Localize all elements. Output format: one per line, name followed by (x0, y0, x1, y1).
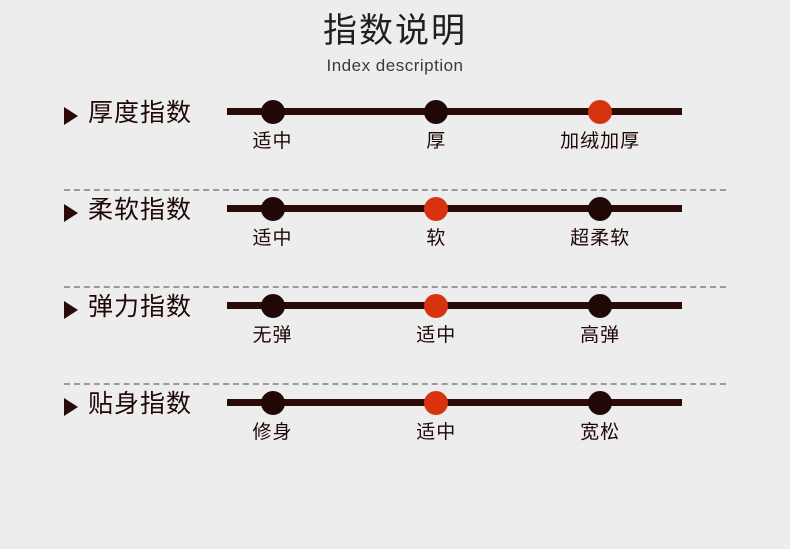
index-row-title: 柔软指数 (88, 195, 193, 224)
slider-dot[interactable] (260, 390, 285, 415)
triangle-right-icon (64, 301, 78, 319)
index-slider[interactable]: 适中 厚 加绒加厚 (227, 94, 682, 154)
index-slider[interactable]: 修身 适中 宽松 (227, 385, 682, 445)
slider-stop-label: 高弹 (580, 324, 621, 346)
triangle-right-icon (64, 398, 78, 416)
slider-dot-active[interactable] (424, 390, 449, 415)
index-slider[interactable]: 无弹 适中 高弹 (227, 288, 682, 348)
slider-stop-label: 超柔软 (570, 227, 631, 249)
triangle-right-icon (64, 107, 78, 125)
slider-stop-label: 适中 (416, 421, 457, 443)
index-row-inner: 弹力指数无弹 适中 高弹 (0, 288, 790, 383)
page-header: 指数说明 Index description (0, 0, 790, 78)
index-slider[interactable]: 适中 软 超柔软 (227, 191, 682, 251)
index-row: 贴身指数修身 适中 宽松 (0, 385, 790, 480)
index-row-title: 厚度指数 (88, 98, 193, 127)
index-row-inner: 厚度指数适中 厚 加绒加厚 (0, 94, 790, 189)
row-divider (64, 189, 726, 191)
slider-track[interactable] (227, 302, 682, 309)
slider-stop-label: 修身 (252, 421, 293, 443)
index-row-inner: 贴身指数修身 适中 宽松 (0, 385, 790, 480)
slider-dot[interactable] (588, 196, 613, 221)
page-subtitle: Index description (326, 56, 464, 75)
slider-dot[interactable] (260, 293, 285, 318)
index-row-inner: 柔软指数适中 软 超柔软 (0, 191, 790, 286)
slider-stop-label: 无弹 (252, 324, 293, 346)
slider-dot[interactable] (588, 390, 613, 415)
slider-dot[interactable] (260, 99, 285, 124)
slider-dot[interactable] (260, 196, 285, 221)
slider-stop-label: 加绒加厚 (560, 130, 641, 152)
slider-stop-label: 适中 (252, 130, 293, 152)
row-divider (64, 383, 726, 385)
slider-track[interactable] (227, 399, 682, 406)
index-row: 弹力指数无弹 适中 高弹 (0, 288, 790, 383)
row-divider (64, 286, 726, 288)
slider-stop-label: 宽松 (580, 421, 621, 443)
triangle-right-icon (64, 204, 78, 222)
slider-track[interactable] (227, 108, 682, 115)
slider-stop-label: 厚 (426, 130, 447, 152)
slider-dot-active[interactable] (424, 293, 449, 318)
index-row-title: 弹力指数 (88, 292, 193, 321)
index-row-title: 贴身指数 (88, 389, 193, 418)
slider-dot[interactable] (588, 293, 613, 318)
slider-stop-label: 适中 (252, 227, 293, 249)
index-row: 厚度指数适中 厚 加绒加厚 (0, 94, 790, 189)
slider-dot-active[interactable] (588, 99, 613, 124)
slider-stop-label: 软 (426, 227, 447, 249)
slider-track[interactable] (227, 205, 682, 212)
slider-dot-active[interactable] (424, 196, 449, 221)
slider-dot[interactable] (424, 99, 449, 124)
slider-stop-label: 适中 (416, 324, 457, 346)
index-rows: 厚度指数适中厚加绒加厚柔软指数适中软超柔软弹力指数无弹适中高弹贴身指数修身适中宽… (0, 94, 790, 480)
index-row: 柔软指数适中 软 超柔软 (0, 191, 790, 286)
page-title: 指数说明 (323, 11, 467, 51)
